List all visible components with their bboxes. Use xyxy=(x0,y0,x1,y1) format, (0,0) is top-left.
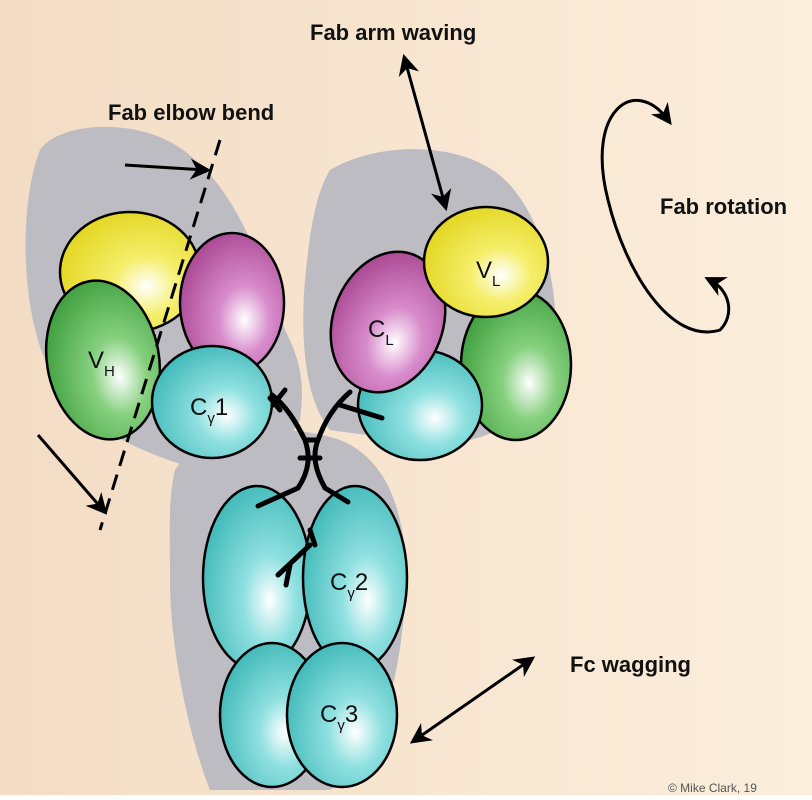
cg2-left-domain xyxy=(203,486,311,670)
label-fab-arm-waving: Fab arm waving xyxy=(310,20,476,45)
cg1-domain xyxy=(152,346,272,458)
label-fab-rotation: Fab rotation xyxy=(660,194,787,219)
label-fc-wagging: Fc wagging xyxy=(570,652,691,677)
label-fab-elbow-bend: Fab elbow bend xyxy=(108,100,274,125)
cg3-domain xyxy=(287,643,397,787)
copyright-credit: © Mike Clark, 19 xyxy=(668,781,757,795)
